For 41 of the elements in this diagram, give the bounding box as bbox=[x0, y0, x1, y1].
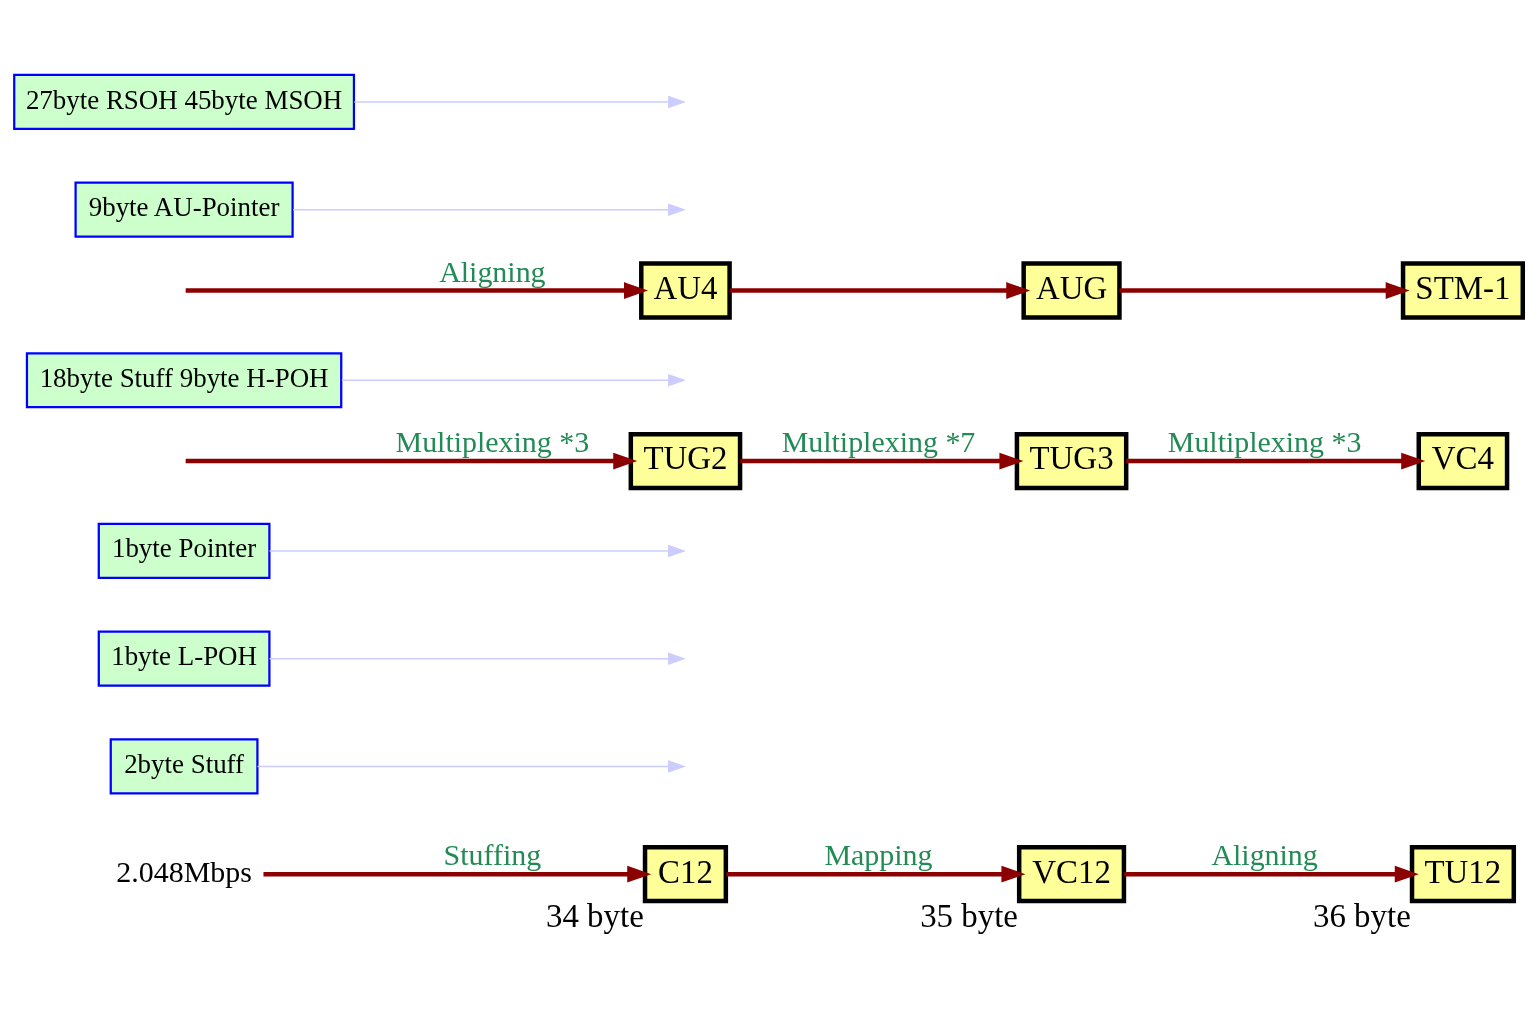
edge-label: Aligning bbox=[439, 254, 546, 288]
node-box: AUG bbox=[1021, 260, 1122, 320]
node-box: 2byte Stuff bbox=[109, 737, 259, 794]
node-box: VC4 bbox=[1416, 431, 1510, 490]
node-box: 27byte RSOH 45byte MSOH bbox=[13, 73, 356, 130]
node-label: 34 byte bbox=[546, 897, 644, 934]
arrow bbox=[256, 759, 686, 773]
node-box: 1byte Pointer bbox=[97, 522, 271, 579]
arrow bbox=[1119, 281, 1410, 299]
arrow bbox=[185, 281, 649, 299]
arrow bbox=[268, 544, 687, 557]
arrow bbox=[292, 202, 687, 216]
edge-label: Mapping bbox=[824, 837, 933, 871]
node-box: C12 bbox=[642, 844, 729, 903]
arrow bbox=[740, 452, 1024, 469]
edge-label: Aligning bbox=[1211, 837, 1318, 871]
edge-label: Multiplexing *7 bbox=[781, 424, 976, 458]
node-box: TUG3 bbox=[1014, 431, 1129, 490]
node-box: AU4 bbox=[639, 260, 732, 320]
arrow bbox=[726, 865, 1026, 883]
arrow bbox=[1124, 865, 1419, 883]
arrow bbox=[341, 373, 687, 387]
arrow bbox=[353, 95, 687, 108]
edge-label: Multiplexing *3 bbox=[395, 424, 590, 458]
node-box: TUG2 bbox=[628, 431, 743, 490]
arrow bbox=[263, 865, 652, 883]
arrow bbox=[268, 651, 687, 665]
arrow bbox=[730, 281, 1031, 299]
node-box: 9byte AU-Pointer bbox=[74, 181, 294, 238]
arrow bbox=[185, 452, 638, 469]
node-label: 35 byte bbox=[920, 897, 1018, 934]
edge-label: Stuffing bbox=[443, 837, 542, 871]
node-label: 36 byte bbox=[1312, 897, 1411, 934]
node-box: 1byte L-POH bbox=[97, 630, 271, 687]
arrow bbox=[1126, 452, 1426, 469]
node-box: STM-1 bbox=[1400, 260, 1525, 320]
edge-label: Multiplexing *3 bbox=[1167, 424, 1362, 458]
node-box: 18byte Stuff 9byte H-POH bbox=[25, 351, 343, 408]
node-text: 2.048Mbps bbox=[116, 854, 252, 888]
node-box: VC12 bbox=[1016, 844, 1127, 903]
node-box: TU12 bbox=[1409, 844, 1517, 903]
